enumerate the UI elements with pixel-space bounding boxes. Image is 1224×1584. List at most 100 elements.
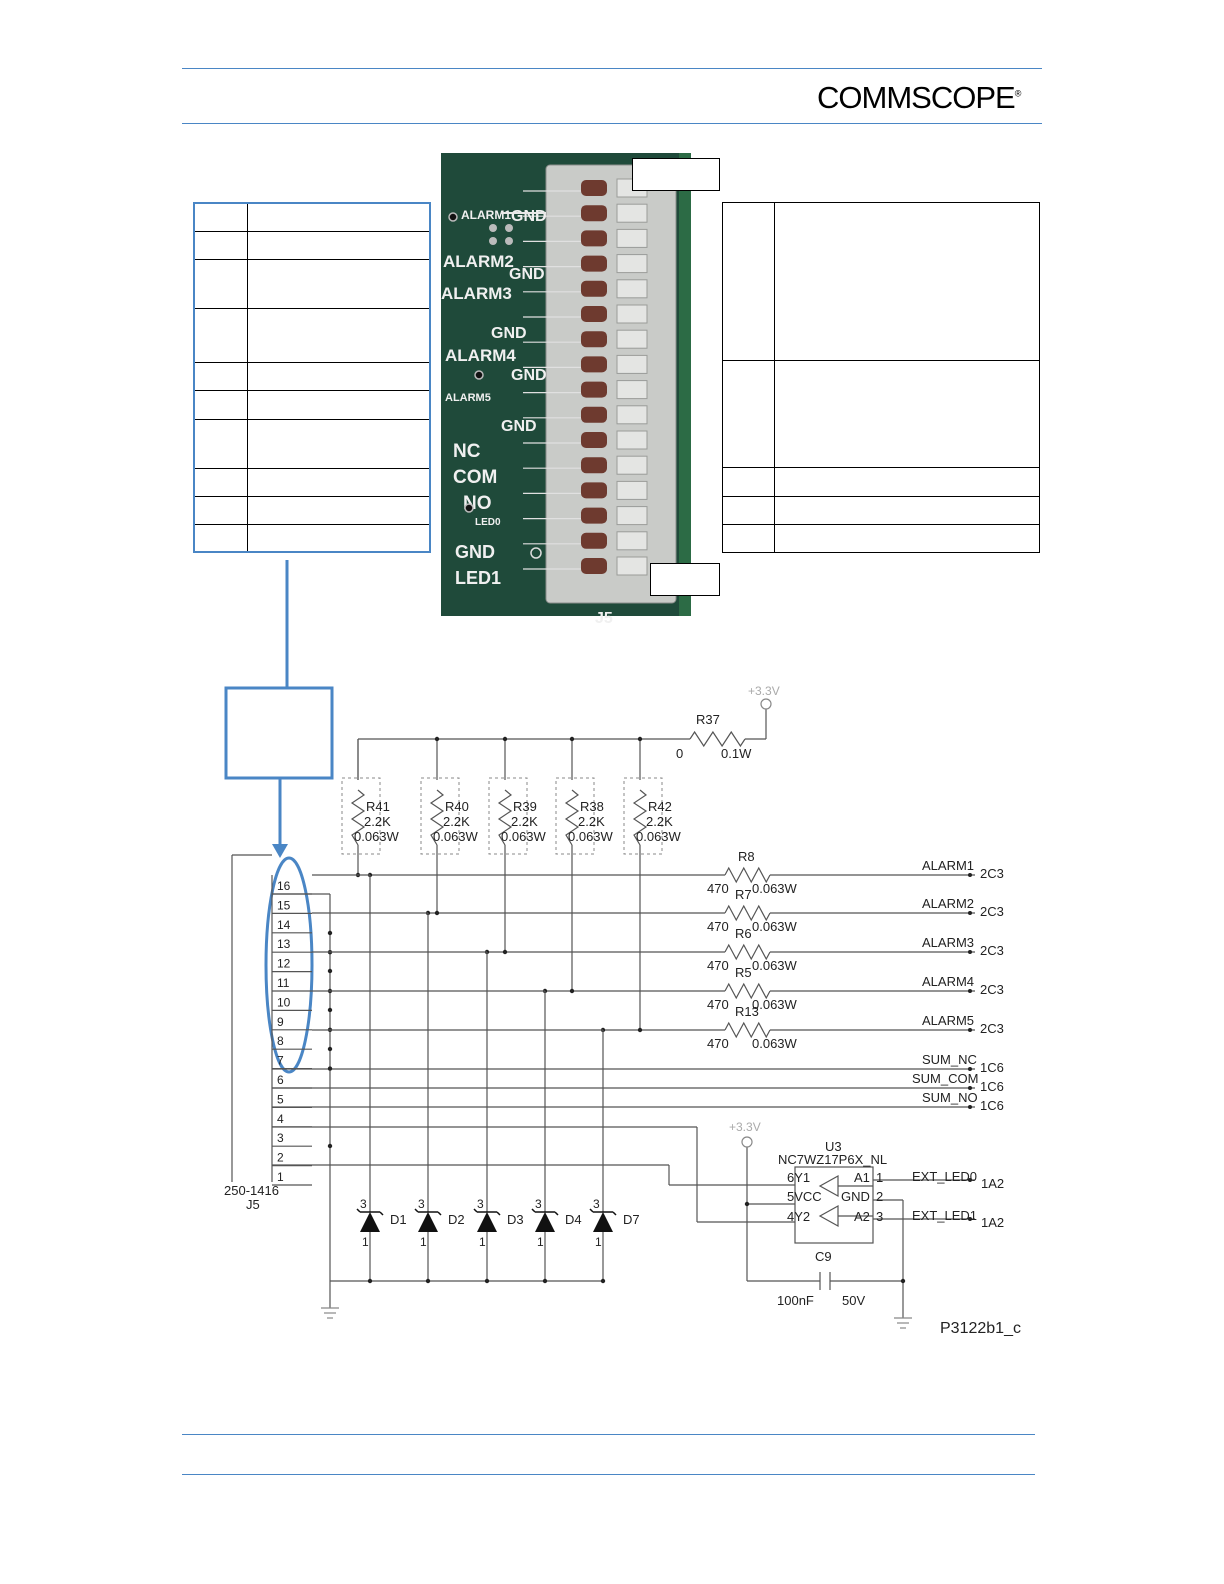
- u3-pin-num-2: 2: [876, 1189, 883, 1204]
- connector-pin-number: 13: [277, 937, 291, 951]
- u3-pin-num-3: 3: [876, 1209, 883, 1224]
- alarm-sheet-ref: 2C3: [980, 982, 1004, 997]
- junction-dot: [600, 1278, 606, 1284]
- terminal-lever: [616, 480, 648, 500]
- table-row: [193, 418, 431, 469]
- terminal-hole: [581, 558, 607, 574]
- terminal-lever: [616, 380, 648, 400]
- table-row: [193, 202, 431, 232]
- silkscreen-label: GND: [511, 367, 547, 384]
- junction-dot: [502, 736, 508, 742]
- header-bottom-rule: [182, 123, 1042, 124]
- pullup-resistor-symbol: [564, 789, 580, 846]
- power-label-top: +3.3V: [748, 684, 780, 698]
- diode-ref: D7: [623, 1212, 640, 1227]
- sum-sheet-ref: 1C6: [980, 1079, 1004, 1094]
- diode-pin-top: 3: [360, 1197, 367, 1211]
- alarm-net-label: ALARM3: [922, 935, 974, 950]
- net-port-dot: [968, 1178, 972, 1182]
- via: [505, 237, 513, 245]
- alarm-net-label: ALARM4: [922, 974, 974, 989]
- ground-symbol: [894, 1317, 912, 1329]
- led0-sheet: 1A2: [981, 1176, 1004, 1191]
- terminal-hole: [581, 432, 607, 448]
- terminal-hole: [581, 255, 607, 272]
- table-row: [193, 389, 431, 420]
- connector-pin-number: 4: [277, 1112, 284, 1126]
- series-power: 0.063W: [752, 958, 798, 973]
- series-resistor-symbol: [724, 943, 771, 961]
- terminal-hole: [581, 205, 607, 222]
- table-row: [722, 202, 1040, 361]
- power-label-u3: +3.3V: [729, 1120, 761, 1134]
- silkscreen-label: GND: [455, 542, 495, 562]
- pullup-ref: R38: [580, 799, 604, 814]
- u3-ref: U3: [825, 1139, 842, 1154]
- net-port-dot: [968, 911, 972, 915]
- callout-pin-1: [650, 563, 720, 596]
- table-row: [193, 523, 431, 553]
- silkscreen-label: GND: [491, 325, 527, 342]
- connector-pin-number: 16: [277, 879, 291, 893]
- pcb-edge: [679, 153, 691, 616]
- left-pin-table: [193, 202, 431, 553]
- terminal-openings: [523, 178, 648, 576]
- callout-pin-16: [632, 158, 720, 191]
- diode-ref: D4: [565, 1212, 582, 1227]
- sum-net-label: SUM_COM: [912, 1071, 978, 1086]
- junction-dot: [637, 1027, 643, 1033]
- resistor-footprint: [623, 777, 663, 855]
- terminal-lever: [616, 506, 648, 526]
- net-port-dot: [968, 1086, 972, 1090]
- junction-dot: [367, 1278, 373, 1284]
- terminal-lever: [616, 329, 648, 349]
- r37-value: 0: [676, 746, 683, 761]
- sum-sheet-ref: 1C6: [980, 1098, 1004, 1113]
- sum-sheet-ref: 1C6: [980, 1060, 1004, 1075]
- silkscreen-label: GND: [501, 418, 537, 435]
- schematic-components: [272, 730, 975, 1284]
- u3-pin-5vcc: 5VCC: [787, 1189, 822, 1204]
- diode-symbol: [535, 1212, 555, 1232]
- connector-pin-number: 1: [277, 1170, 284, 1184]
- diode-bar: [531, 1208, 559, 1216]
- series-value: 470: [707, 997, 729, 1012]
- table-row: [193, 258, 431, 309]
- connector-pin-number: 6: [277, 1073, 284, 1087]
- silkscreen-label: ALARM4: [445, 346, 516, 365]
- terminal-hole: [581, 331, 607, 348]
- buffer-symbol: [818, 1174, 839, 1198]
- pullup-value: 2.2K: [578, 814, 605, 829]
- alarm-sheet-ref: 2C3: [980, 866, 1004, 881]
- connector-ref: J5: [246, 1197, 260, 1212]
- terminal-lever: [616, 354, 648, 374]
- alarm-sheet-ref: 2C3: [980, 1021, 1004, 1036]
- diode-bar: [589, 1208, 617, 1216]
- connector-pin-number: 7: [277, 1054, 284, 1068]
- connector-pin-number: 15: [277, 898, 291, 912]
- pullup-ref: R42: [648, 799, 672, 814]
- terminal-hole: [581, 482, 607, 499]
- connector-pin-number: 10: [277, 995, 291, 1009]
- diode-pin-top: 3: [593, 1197, 600, 1211]
- table-row: [193, 307, 431, 363]
- via: [505, 224, 513, 232]
- silkscreen-label: ALARM5: [445, 392, 491, 404]
- pullup-power: 0.063W: [433, 829, 479, 844]
- footer-bottom-rule: [182, 1474, 1035, 1475]
- diode-pin-bottom: 1: [362, 1235, 369, 1249]
- led1-sheet: 1A2: [981, 1215, 1004, 1230]
- terminal-lever: [616, 556, 648, 576]
- silkscreen-label: LED1: [455, 568, 501, 588]
- terminal-lever: [616, 279, 648, 299]
- junction-dot: [327, 1007, 333, 1013]
- table-row: [722, 524, 1040, 553]
- terminal-lever: [616, 430, 648, 450]
- net-port-dot: [968, 1217, 972, 1221]
- alarm-net-label: ALARM1: [922, 858, 974, 873]
- r37-ref: R37: [696, 712, 720, 727]
- diode-ref: D2: [448, 1212, 465, 1227]
- connector-pin-number: 12: [277, 957, 291, 971]
- sum-net-label: SUM_NO: [922, 1090, 978, 1105]
